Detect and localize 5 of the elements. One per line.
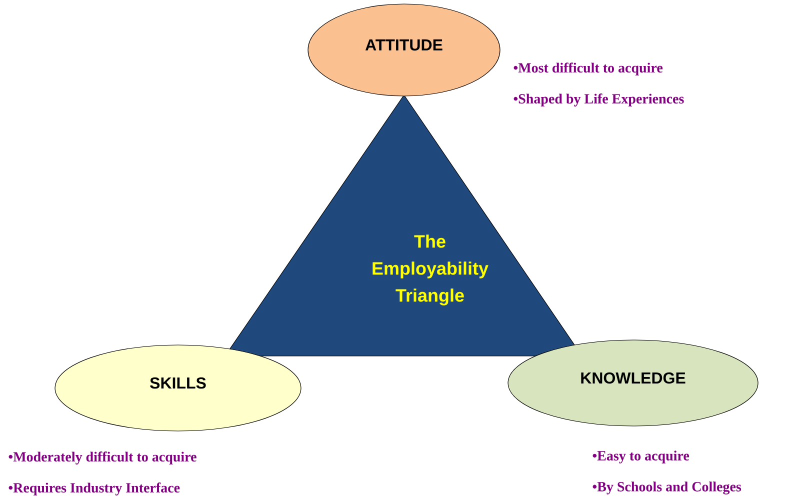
bullet-text: •Requires Industry Interface (8, 482, 180, 496)
bullet-text: •By Schools and Colleges (592, 482, 742, 494)
bullet-text: •Moderately difficult to acquire (8, 452, 196, 464)
bullet-text: •Most difficult to acquire (514, 62, 663, 76)
bullet-text: •Easy to acquire (592, 450, 690, 464)
